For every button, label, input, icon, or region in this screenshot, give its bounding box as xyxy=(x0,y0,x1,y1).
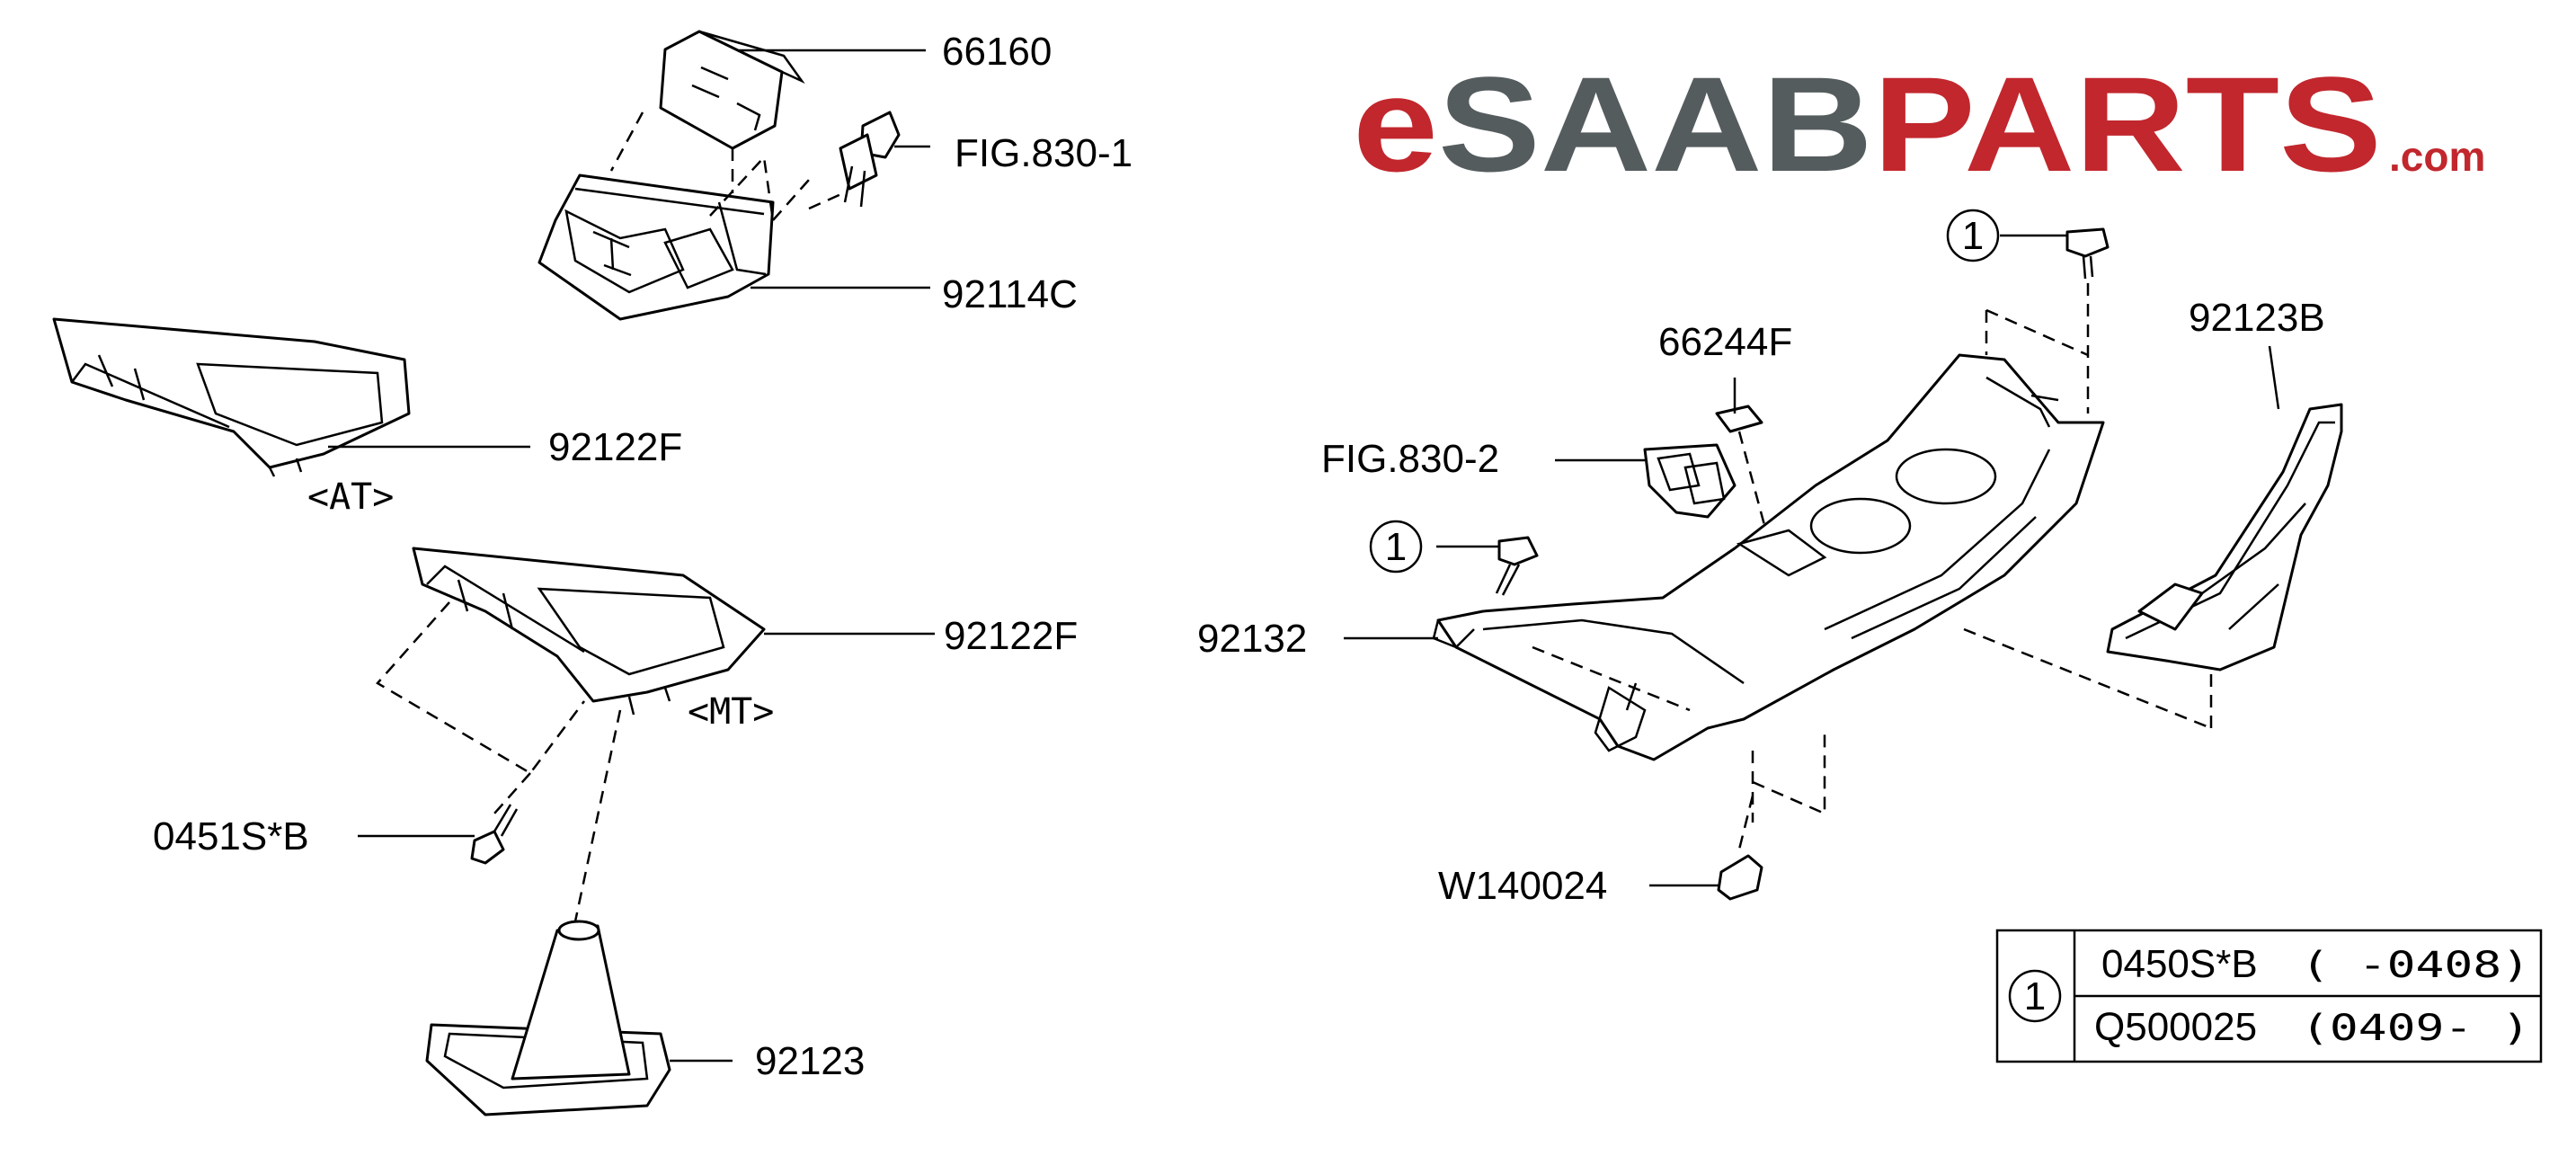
svg-text:1: 1 xyxy=(1962,214,1984,258)
part-66160-cover xyxy=(659,30,805,150)
callout-66160: 66160 xyxy=(942,30,1052,74)
callout-w140024: W140024 xyxy=(1438,864,1607,908)
logo-tld: .com xyxy=(2389,133,2485,180)
part-92123b-trim xyxy=(2106,403,2343,671)
svg-text:1: 1 xyxy=(2024,974,2046,1018)
svg-text:1: 1 xyxy=(1385,525,1407,569)
callout-92122f-mt: 92122F xyxy=(944,614,1078,658)
variant-mt: <MT> xyxy=(688,691,774,733)
legend-ref-circle: 1 xyxy=(2008,969,2062,1023)
part-92132-console xyxy=(1432,353,2105,761)
legend-table: 1 0450S*B ( -0408) Q500025 (0409- ) xyxy=(1995,929,2543,1063)
legend-range-0: ( -0408) xyxy=(2301,945,2530,986)
legend-part-1: Q500025 xyxy=(2094,1005,2257,1049)
part-92122f-at-panel xyxy=(52,317,411,477)
part-screw-ref1-left xyxy=(1495,536,1539,596)
callout-92123b: 92123B xyxy=(2189,296,2325,340)
callout-92132: 92132 xyxy=(1197,617,1307,661)
callout-0451sb: 0451S*B xyxy=(153,814,309,858)
logo-brand: SAAB xyxy=(1438,49,1873,200)
variant-at: <AT> xyxy=(307,476,394,518)
callout-92122f-at: 92122F xyxy=(548,425,682,469)
ref-circle-top: 1 xyxy=(1946,209,2000,262)
fig-830-1-connector xyxy=(839,111,901,208)
logo-prefix: e xyxy=(1353,49,1438,200)
part-screw-ref1-top xyxy=(2065,227,2110,280)
part-w140024-clip xyxy=(1717,854,1763,901)
legend-part-0: 0450S*B xyxy=(2101,942,2258,986)
logo-suffix: PARTS xyxy=(1873,49,2382,200)
legend-range-1: (0409- ) xyxy=(2301,1008,2530,1049)
part-66244f-clip xyxy=(1715,405,1763,433)
callout-92114c: 92114C xyxy=(942,272,1078,316)
callout-fig-830-2: FIG.830-2 xyxy=(1321,437,1499,481)
fig-830-2-switches xyxy=(1643,443,1737,519)
ref-circle-left: 1 xyxy=(1369,520,1423,574)
callout-fig-830-1: FIG.830-1 xyxy=(955,131,1133,175)
leader-lines xyxy=(328,49,2280,1063)
callout-92123: 92123 xyxy=(755,1039,865,1083)
part-92114c-panel xyxy=(537,173,775,321)
part-92122f-mt-panel xyxy=(412,547,766,716)
callout-66244f: 66244F xyxy=(1658,320,1792,364)
part-0451sb-screw xyxy=(470,804,519,865)
part-92123-shift-boot xyxy=(425,920,671,1116)
